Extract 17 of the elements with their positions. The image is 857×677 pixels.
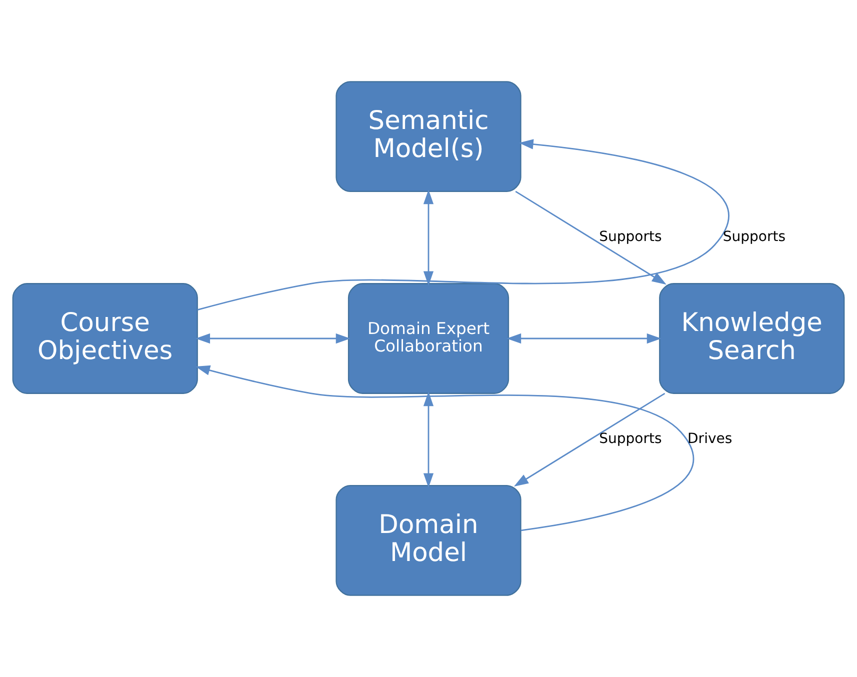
node-box: Domain Expert Collaboration <box>348 283 510 394</box>
arrow <box>196 365 694 532</box>
arrow <box>197 139 729 310</box>
node-box: Knowledge Search <box>659 283 845 394</box>
node-box: Domain Model <box>336 485 522 596</box>
edge-label: Supports <box>722 229 786 246</box>
edge-label: Supports <box>599 431 662 448</box>
edge-label: Drives <box>688 431 732 448</box>
arrow <box>506 333 662 344</box>
node-box: Course Objectives <box>12 283 198 394</box>
arrow <box>514 392 666 487</box>
arrow <box>423 190 434 286</box>
edge-label: Supports <box>599 229 662 246</box>
node-box: Semantic Model(s) <box>336 81 522 192</box>
arrow <box>423 392 434 488</box>
arrow <box>515 190 666 285</box>
arrow <box>196 333 350 344</box>
